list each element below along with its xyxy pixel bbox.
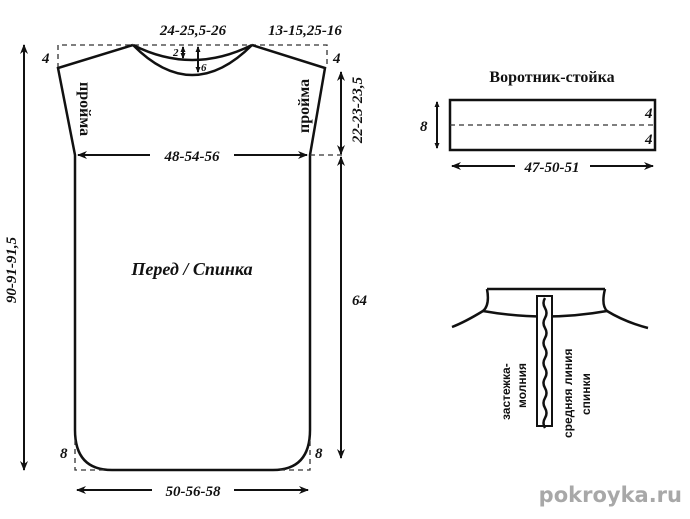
neck-back-depth-label: 2: [172, 47, 179, 59]
collar-height-label: 8: [420, 119, 428, 135]
chest-width-label: 48-54-56: [164, 149, 220, 165]
hem-width-label: 50-56-58: [166, 484, 221, 500]
collar-piece: Воротник-стойка 8 4 4 47-50-51: [420, 69, 657, 176]
armhole-left-label: пройма: [76, 82, 93, 136]
front-back-piece: 24-25,5-26 13-15,25-16 2 6 4 4 пройма пр…: [4, 23, 368, 500]
shoulder-width-label: 13-15,25-16: [268, 23, 342, 39]
dashed-corner-right: [280, 440, 311, 471]
piece-title: Перед / Спинка: [130, 259, 252, 279]
armhole-right-label: пройма: [296, 79, 313, 133]
zipper-label-1: застежка-: [499, 363, 513, 420]
total-length-label: 90-91-91,5: [4, 236, 20, 303]
shoulder-drop-left-label: 4: [41, 51, 50, 67]
piece-outline: [56, 43, 327, 472]
back-collar-detail: застежка- молния средняя линия спинки: [451, 287, 649, 438]
corner-left-label: 8: [60, 446, 68, 462]
neck-width-label: 24-25,5-26: [159, 23, 227, 39]
center-line-label-1: средняя линия: [561, 348, 575, 438]
neck-front-curve: [132, 44, 253, 77]
watermark: pokroyka.ru: [539, 483, 682, 507]
side-length-label: 64: [352, 293, 368, 309]
neck-front-depth-label: 6: [201, 62, 207, 74]
center-line-label-2: спинки: [579, 373, 593, 415]
armhole-height-label: 22-23-23,5: [350, 76, 366, 144]
dashed-top-box: [57, 44, 328, 68]
zipper-teeth: [542, 297, 548, 429]
collar-length-label: 47-50-51: [524, 160, 580, 176]
zipper-label-2: молния: [515, 363, 529, 408]
neck-back-curve: [132, 43, 253, 62]
collar-half-bottom-label: 4: [644, 132, 653, 148]
shoulder-drop-right-label: 4: [332, 51, 341, 67]
collar-half-top-label: 4: [644, 106, 653, 122]
corner-right-label: 8: [315, 446, 323, 462]
collar-title: Воротник-стойка: [489, 69, 614, 86]
dashed-corner-left: [74, 440, 105, 471]
